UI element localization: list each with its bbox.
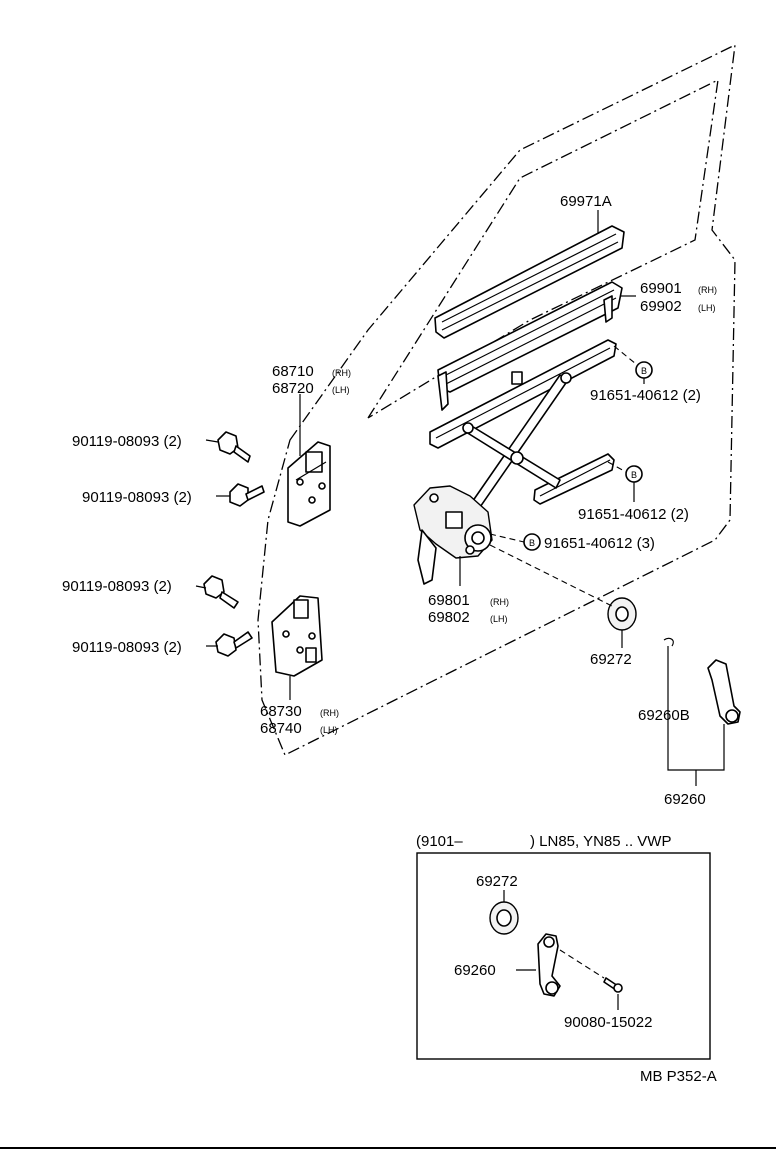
- label-69801: 69801: [428, 592, 470, 609]
- regulator-gear-unit: [413, 485, 493, 585]
- ref-b-text-3: B: [529, 538, 535, 548]
- label-69260: 69260: [664, 791, 706, 808]
- window-handle: [707, 659, 741, 725]
- bolt-4: [215, 631, 253, 657]
- label-69802-lh: (LH): [490, 614, 508, 624]
- label-69902-lh: (LH): [698, 303, 716, 313]
- inset-box: (9101– ) LN85, YN85 .. VWP 69272 69260 9…: [416, 833, 711, 1060]
- label-90119-d: 90119-08093 (2): [72, 639, 182, 656]
- leader-lines: [195, 210, 725, 786]
- ref-b-marker-2: B: [625, 465, 643, 483]
- upper-hinge: [287, 441, 331, 527]
- lower-hinge: [271, 595, 323, 677]
- inset-label-69272: 69272: [476, 873, 518, 890]
- axis-line-seat: [489, 544, 613, 607]
- ref-b-marker-3: B: [523, 533, 541, 551]
- label-68720: 68720: [272, 380, 314, 397]
- inset-label-69260: 69260: [454, 962, 496, 979]
- regulator-assembly: [429, 339, 617, 511]
- diagram-code: MB P352-A: [640, 1068, 717, 1085]
- inset-header-left: (9101–: [416, 833, 463, 850]
- ref-b-text-1: B: [641, 366, 647, 376]
- door-outline: [257, 43, 736, 756]
- window-opening: [367, 78, 719, 419]
- label-91651-b: 91651-40612 (2): [578, 506, 689, 523]
- glass-run-strip: [434, 225, 625, 339]
- inset-handle: [537, 933, 561, 997]
- inset-header-right: ) LN85, YN85 .. VWP: [530, 833, 671, 850]
- label-69801-rh: (RH): [490, 597, 509, 607]
- label-68730: 68730: [260, 703, 302, 720]
- label-90119-c: 90119-08093 (2): [62, 578, 172, 595]
- label-90119-b: 90119-08093 (2): [82, 489, 192, 506]
- label-68710-rh: (RH): [332, 368, 351, 378]
- inset-screw: [603, 977, 623, 993]
- label-68710: 68710: [272, 363, 314, 380]
- inset-label-90080: 90080-15022: [564, 1014, 652, 1031]
- label-69902: 69902: [640, 298, 682, 315]
- label-90119-a: 90119-08093 (2): [72, 433, 182, 450]
- label-68740: 68740: [260, 720, 302, 737]
- label-68720-lh: (LH): [332, 385, 350, 395]
- label-69260B: 69260B: [638, 707, 690, 724]
- label-91651-a: 91651-40612 (2): [590, 387, 701, 404]
- label-69272: 69272: [590, 651, 632, 668]
- label-69802: 69802: [428, 609, 470, 626]
- bolt-1: [217, 431, 251, 463]
- glass-channel: [437, 281, 623, 411]
- ref-b-text-2: B: [631, 470, 637, 480]
- label-68740-lh: (LH): [320, 725, 338, 735]
- inset-seat: [489, 901, 519, 935]
- bolt-2: [229, 483, 265, 507]
- label-69901-rh: (RH): [698, 285, 717, 295]
- inset-frame: [416, 852, 711, 1060]
- bolt-3: [203, 575, 239, 609]
- ref-b-marker-1: B: [635, 361, 653, 379]
- handle-seat: [607, 597, 637, 631]
- label-68730-rh: (RH): [320, 708, 339, 718]
- label-91651-c: 91651-40612 (3): [544, 535, 655, 552]
- label-69901: 69901: [640, 280, 682, 297]
- label-69971A: 69971A: [560, 193, 612, 210]
- handle-clip: [663, 637, 674, 647]
